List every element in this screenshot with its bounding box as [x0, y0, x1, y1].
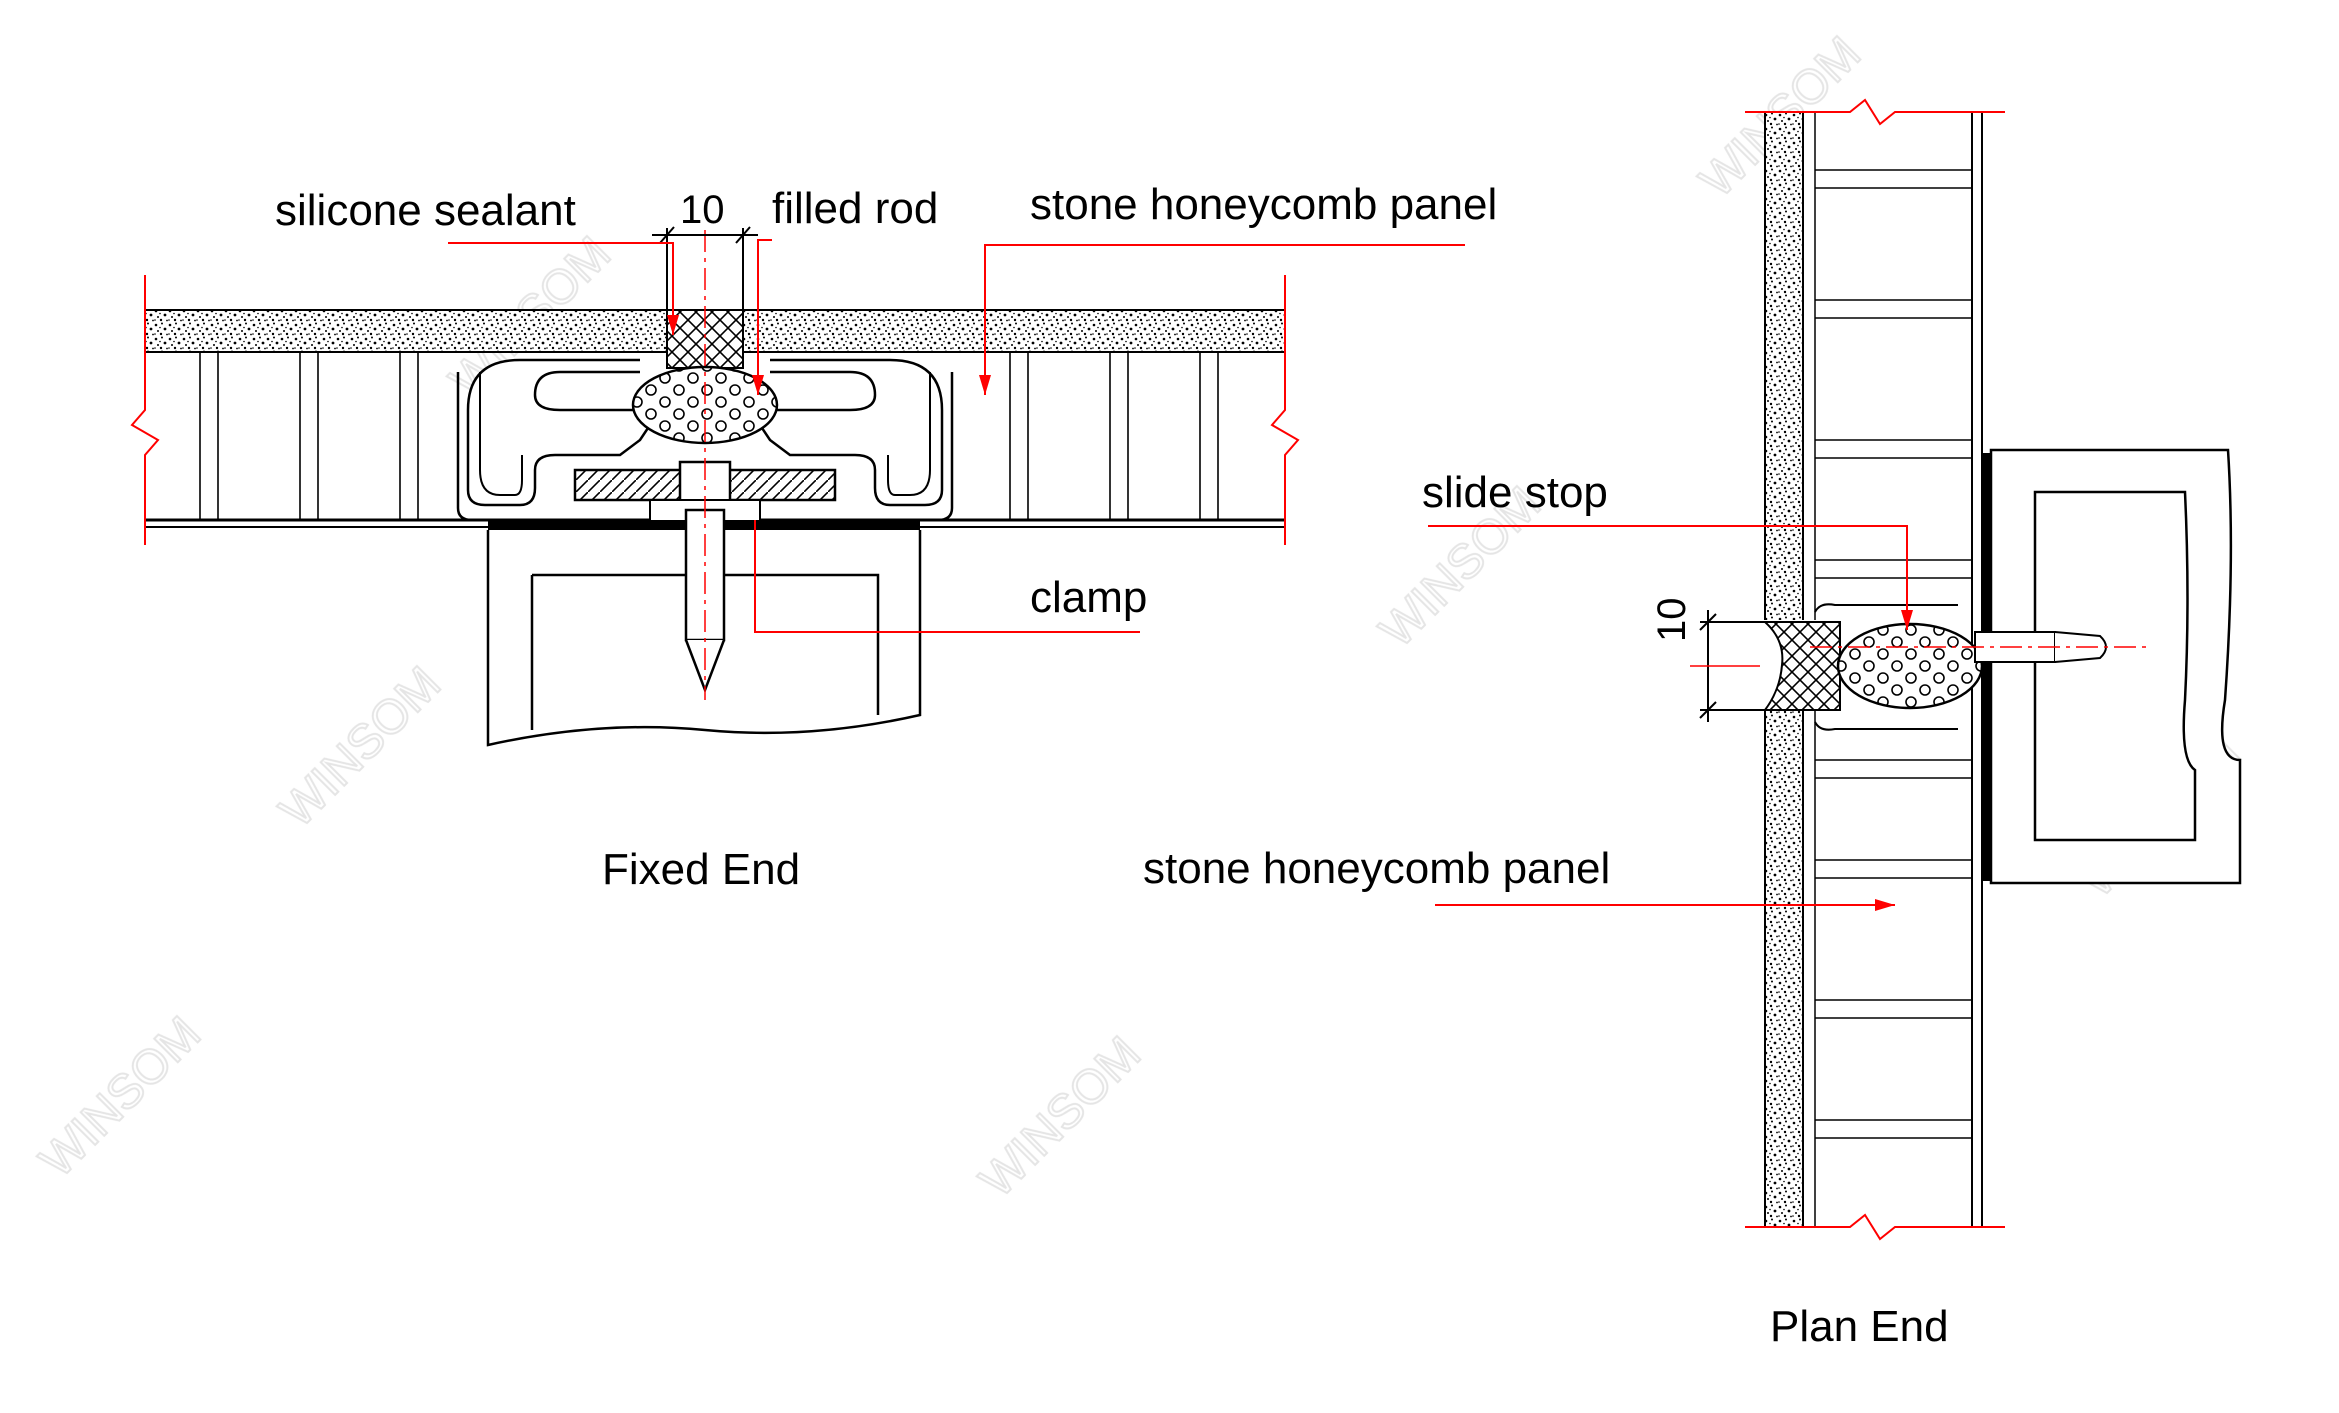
filled-rod [631, 365, 779, 445]
plan-support-tube-inner [2033, 490, 2197, 842]
watermark-text: WINSOM [970, 1027, 1151, 1208]
right-aluminium-profile [758, 358, 944, 507]
plan-end-section [1428, 98, 2242, 1241]
caption-plan-end: Plan End [1770, 1302, 1949, 1351]
label-clamp: clamp [1030, 573, 1148, 622]
plan-end-leaders [1428, 525, 1908, 906]
label-silicone-sealant: silicone sealant [275, 186, 576, 235]
label-slide-stop: slide stop [1422, 468, 1608, 517]
right-profile-inner [887, 372, 932, 496]
break-lines [130, 275, 1300, 545]
plan-upper-return [1814, 603, 1958, 613]
plan-break-lines [1745, 98, 2005, 1241]
plan-end-dimension-value: 10 [1650, 597, 1694, 643]
plan-gasket [1982, 453, 1991, 881]
plan-filled-rod [1836, 622, 1984, 710]
left-aluminium-profile [466, 358, 652, 507]
plan-lower-return [1814, 721, 1958, 731]
watermark-text: WINSOM [30, 1007, 211, 1188]
left-profile-inner [478, 372, 523, 496]
fixed-end-arrowheads [667, 315, 991, 395]
honeycomb-cells [199, 352, 1219, 520]
caption-fixed-end: Fixed End [602, 845, 801, 894]
left-panel-return [456, 372, 473, 522]
plan-end-arrowheads [1875, 610, 1913, 911]
fixed-end-section [130, 226, 1465, 747]
support-tube-inner [530, 573, 880, 730]
plan-honeycomb-cells [1815, 169, 1972, 1139]
right-panel-return [937, 372, 954, 522]
label-plan-stone-honeycomb-panel: stone honeycomb panel [1143, 844, 1611, 893]
watermark-text: WINSOM [270, 657, 451, 838]
fixed-end-leaders [448, 239, 1465, 633]
fixed-end-dimension-value: 10 [680, 188, 725, 232]
label-filled-rod: filled rod [772, 184, 939, 233]
label-stone-honeycomb-panel: stone honeycomb panel [1030, 180, 1498, 229]
